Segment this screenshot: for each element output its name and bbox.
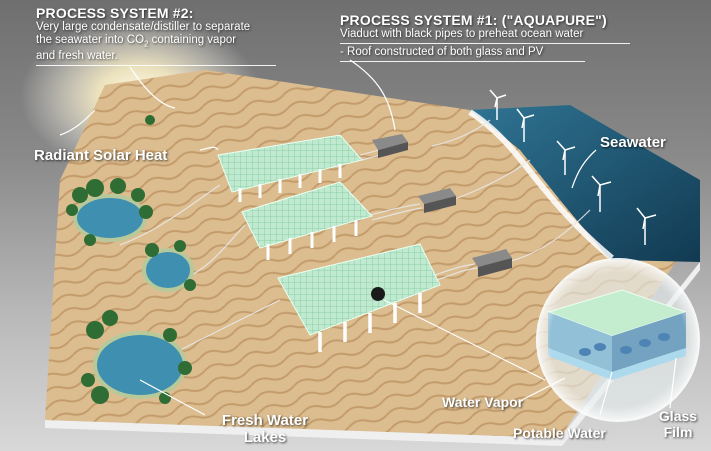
- wind-turbines: [489, 89, 657, 245]
- label-fresh-water-line-1: Fresh Water: [221, 412, 309, 429]
- sand-plane: [45, 70, 690, 438]
- process-system-2-rule: [36, 65, 276, 67]
- viaduct-boxes: [372, 134, 512, 277]
- surf-line: [468, 109, 614, 261]
- process-system-2-title: PROCESS SYSTEM #2:: [36, 5, 194, 21]
- label-glass-film: Glass Film: [650, 408, 706, 440]
- process-system-1-note: PROCESS SYSTEM #1: ("AQUAPURE") Viaduct …: [340, 12, 640, 62]
- process-system-2-line-3: and fresh water.: [36, 50, 118, 63]
- label-potable-water: Potable Water: [513, 425, 606, 441]
- process-system-1-rule-1: [340, 43, 630, 44]
- process-system-2-line-1: Very large condensate/distiller to separ…: [36, 21, 251, 33]
- focus-dot: [371, 287, 385, 301]
- process-system-1-title: PROCESS SYSTEM #1: ("AQUAPURE"): [340, 12, 607, 28]
- leader-lines: [59, 59, 677, 416]
- label-film: Film: [663, 424, 693, 440]
- solar-platform-2: [241, 181, 373, 260]
- label-fresh-water-line-2: Lakes: [243, 429, 287, 446]
- solar-platform-1: [217, 134, 363, 202]
- label-fresh-water-lakes: Fresh Water Lakes: [210, 412, 320, 446]
- label-seawater: Seawater: [600, 134, 666, 151]
- process-system-2-note: PROCESS SYSTEM #2: Very large condensate…: [36, 5, 306, 67]
- label-glass: Glass: [658, 408, 698, 424]
- label-water-vapor: Water Vapor: [442, 394, 524, 410]
- process-system-1-line-1: Viaduct with black pipes to preheat ocea…: [340, 28, 584, 40]
- focus-line: [383, 299, 546, 381]
- process-system-1-rule-2: [340, 61, 585, 62]
- process-system-1-line-2: - Roof constructed of both glass and PV: [340, 46, 544, 58]
- film-detail-bubble: [536, 258, 700, 422]
- process-system-2-line-2: the seawater into CO2 containing vapor: [36, 34, 237, 49]
- label-radiant-solar-heat: Radiant Solar Heat: [34, 147, 168, 164]
- solar-platform-3: [277, 243, 441, 352]
- trees: [66, 115, 196, 404]
- ocean: [470, 105, 700, 262]
- board-edge: [45, 262, 700, 446]
